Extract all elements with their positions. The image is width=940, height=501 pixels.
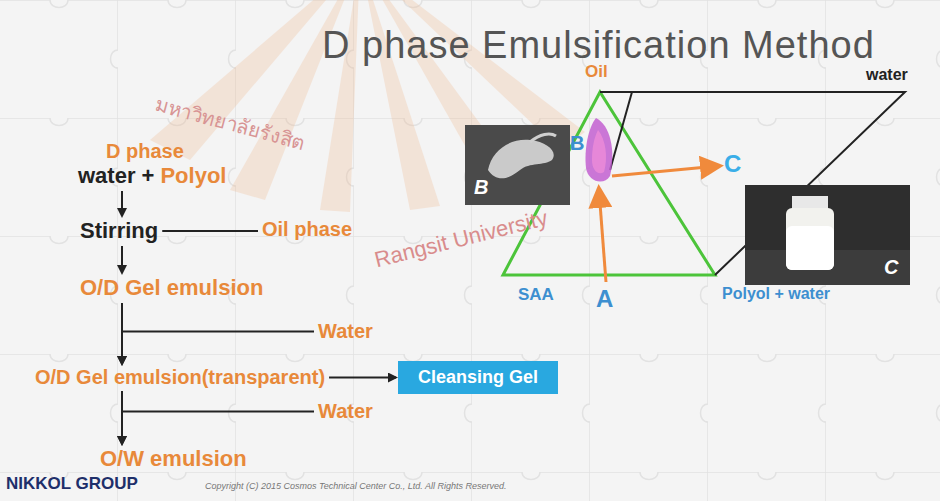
input-step: Water xyxy=(318,400,373,423)
brand-logo: NIKKOL GROUP xyxy=(6,474,138,494)
ingredient-text: Polyol xyxy=(160,163,226,189)
axis-label: water xyxy=(866,66,908,84)
input-step: Oil phase xyxy=(262,218,352,241)
process-step: Stirring xyxy=(80,218,158,244)
input-step: Water xyxy=(318,320,373,343)
flow-arrow xyxy=(121,246,123,273)
flow-arrow xyxy=(121,191,123,216)
flow-arrow xyxy=(122,412,314,445)
step-text: O/D Gel emulsion(transparent) xyxy=(35,366,325,389)
slide-title: D phase Emulsification Method xyxy=(322,24,875,67)
copyright-note: Copyright (C) 2015 Cosmos Technical Cent… xyxy=(205,481,506,491)
process-step: O/W emulsion xyxy=(100,446,247,472)
step-text: Water xyxy=(318,400,373,423)
flow-arrow xyxy=(122,332,314,365)
process-step: O/D Gel emulsion xyxy=(80,275,263,301)
phase-heading: D phase xyxy=(106,140,226,163)
point-label: C xyxy=(724,150,741,178)
product-text: Cleansing Gel xyxy=(418,367,538,388)
step-text: Stirring xyxy=(80,218,158,244)
step-text: Oil phase xyxy=(262,218,352,241)
phase-input: D phasewater +Polyol xyxy=(78,140,226,189)
axis-label: Oil xyxy=(585,62,608,82)
ingredient-text: water + xyxy=(78,163,154,189)
flow-arrow xyxy=(162,230,258,232)
step-text: O/W emulsion xyxy=(100,446,247,472)
photo-label: C xyxy=(884,256,898,279)
step-text: O/D Gel emulsion xyxy=(80,275,263,301)
step-text: Water xyxy=(318,320,373,343)
point-label: B xyxy=(570,132,584,155)
product-box: Cleansing Gel xyxy=(398,361,558,394)
point-label: A xyxy=(596,285,613,313)
process-step: O/D Gel emulsion(transparent) xyxy=(35,366,325,389)
photo-label: B xyxy=(474,176,488,199)
axis-label: SAA xyxy=(518,285,554,305)
axis-label: Polyol + water xyxy=(722,285,830,303)
flow-arrow xyxy=(329,377,396,379)
